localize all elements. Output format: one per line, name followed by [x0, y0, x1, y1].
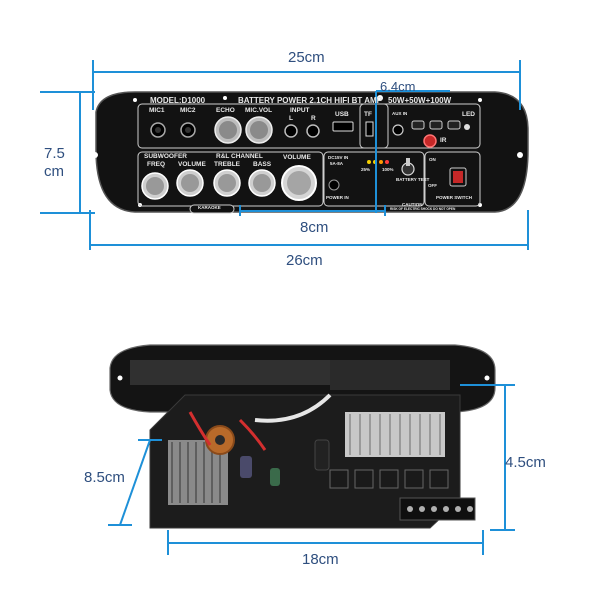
label-subwoofer: SUBWOOFER: [144, 153, 187, 160]
amplifier-board: [109, 344, 496, 529]
usb-port: [332, 121, 354, 132]
label-mic-vol: MIC.VOL: [245, 107, 273, 114]
dimension-6-4cm: 6.4cm: [380, 79, 416, 94]
label-volume: VOLUME: [178, 161, 206, 168]
label-off: OFF: [428, 183, 437, 188]
dimension-7-5-value: 7.5: [44, 145, 65, 162]
label-on: ON: [429, 157, 436, 162]
label-dc-in: DC15V IN: [328, 155, 349, 160]
dimension-18cm: 18cm: [302, 551, 339, 568]
label-dc-spec: 5A-8A: [330, 161, 344, 166]
label-mic1: MIC1: [149, 107, 165, 114]
panel-title: BATTERY POWER 2.1CH HIFI BT AMP: [238, 96, 383, 105]
label-input: INPUT: [290, 107, 310, 114]
dimension-25cm: 25cm: [288, 49, 325, 66]
label-power-switch: POWER SWITCH: [436, 195, 472, 200]
panel-power-rating: 50W+50W+100W: [388, 96, 452, 105]
label-usb: USB: [335, 111, 349, 118]
dimension-7-5-unit: cm: [44, 163, 64, 180]
label-rl-channel: R&L CHANNEL: [216, 153, 263, 160]
label-master-volume: VOLUME: [283, 154, 311, 161]
label-ir: IR: [440, 137, 447, 144]
label-caution-sub: RISK OF ELECTRIC SHOCK DO NOT OPEN: [390, 207, 456, 211]
label-tf: TF: [364, 111, 372, 118]
dimension-7-5cm: 7.5 cm: [44, 145, 65, 181]
label-karaoke: KARAOKE: [198, 205, 221, 210]
label-treble: TREBLE: [214, 161, 240, 168]
label-battery-test: BATTERY TEST: [396, 177, 430, 182]
tf-slot: [365, 121, 374, 137]
label-led: LED: [462, 111, 475, 118]
dimension-8cm: 8cm: [300, 219, 329, 236]
label-input-l: L: [289, 115, 293, 122]
panel-model: MODEL:D1000: [150, 96, 206, 105]
label-input-r: R: [311, 115, 316, 122]
dimension-26cm: 26cm: [286, 252, 323, 269]
label-echo: ECHO: [216, 107, 235, 114]
label-freq: FREQ: [147, 161, 166, 168]
label-25pct: 25%: [361, 167, 371, 172]
dimension-8-5cm: 8.5cm: [84, 469, 125, 486]
label-mic2: MIC2: [180, 107, 196, 114]
label-aux-in: AUX IN: [392, 111, 408, 116]
label-bass: BASS: [253, 161, 272, 168]
label-caution: CAUTION: [402, 202, 423, 207]
dimension-4-5cm: 4.5cm: [505, 454, 546, 471]
label-100pct: 100%: [382, 167, 394, 172]
top-dimension-lines: [40, 60, 529, 250]
bottom-dimension-lines: [108, 384, 515, 555]
label-power-in: POWER IN: [326, 195, 349, 200]
front-panel: [92, 91, 529, 214]
